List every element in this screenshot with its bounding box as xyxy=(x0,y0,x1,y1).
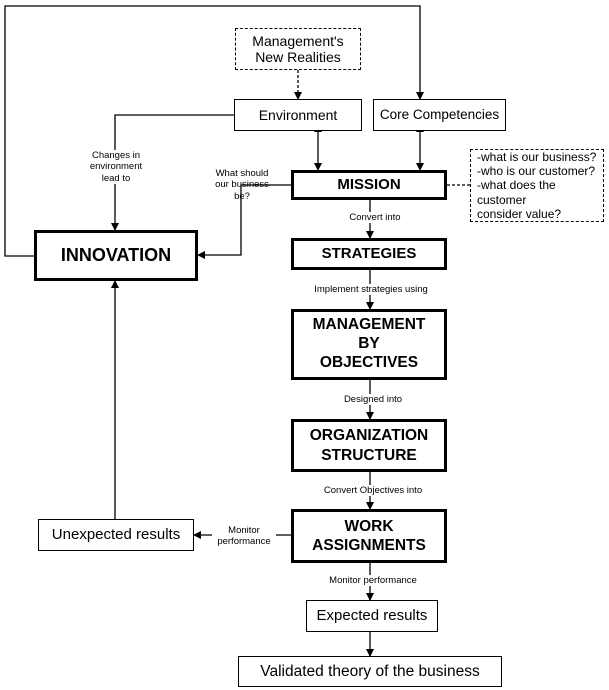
key-questions-text: -what is our business? -who is our custo… xyxy=(477,149,597,222)
management-realities-text: Management's New Realities xyxy=(252,32,344,65)
innovation-text: INNOVATION xyxy=(60,245,172,266)
convert-objectives-label: Convert Objectives into xyxy=(316,485,430,497)
mission-text: MISSION xyxy=(337,176,401,194)
organization-structure-text: ORGANIZATION STRUCTURE xyxy=(309,427,429,464)
management-realities-box: Management's New Realities xyxy=(235,28,361,70)
monitor-performance-left-label: Monitor performance xyxy=(212,525,276,548)
key-questions-box: -what is our business? -who is our custo… xyxy=(470,149,604,222)
designed-into-label: Designed into xyxy=(335,394,411,406)
environment-text: Environment xyxy=(258,106,338,123)
mbo-text: MANAGEMENT BY OBJECTIVES xyxy=(312,316,426,371)
core-competencies-box: Core Competencies xyxy=(373,99,506,131)
strategies-text: STRATEGIES xyxy=(321,245,417,263)
mission-to-innovation-arrow xyxy=(197,184,291,259)
monitor-performance-down-label: Monitor performance xyxy=(322,575,424,587)
mission-box: MISSION xyxy=(291,170,447,200)
convert-into-label: Convert into xyxy=(338,212,412,224)
work-assignments-box: WORK ASSIGNMENTS xyxy=(291,509,447,563)
implement-strategies-label: Implement strategies using xyxy=(305,284,437,296)
what-should-our-business-be-label: What should our business be? xyxy=(215,168,269,202)
work-assignments-text: WORK ASSIGNMENTS xyxy=(312,517,426,554)
changes-in-environment-label: Changes in environment lead to xyxy=(80,150,152,185)
core-competencies-text: Core Competencies xyxy=(379,107,500,123)
organization-structure-box: ORGANIZATION STRUCTURE xyxy=(291,419,447,472)
expected-results-box: Expected results xyxy=(306,600,438,632)
validated-theory-text: Validated theory of the business xyxy=(260,662,480,680)
feedback-loop-arrow xyxy=(4,5,424,257)
mbo-box: MANAGEMENT BY OBJECTIVES xyxy=(291,309,447,380)
unexpected-results-box: Unexpected results xyxy=(38,519,194,551)
unexpected-results-text: Unexpected results xyxy=(51,526,181,544)
expected-results-text: Expected results xyxy=(316,607,428,625)
environment-box: Environment xyxy=(234,99,362,131)
innovation-box: INNOVATION xyxy=(34,230,198,281)
strategies-box: STRATEGIES xyxy=(291,238,447,270)
environment-to-innovation-arrow xyxy=(111,114,234,231)
validated-theory-box: Validated theory of the business xyxy=(238,656,502,687)
